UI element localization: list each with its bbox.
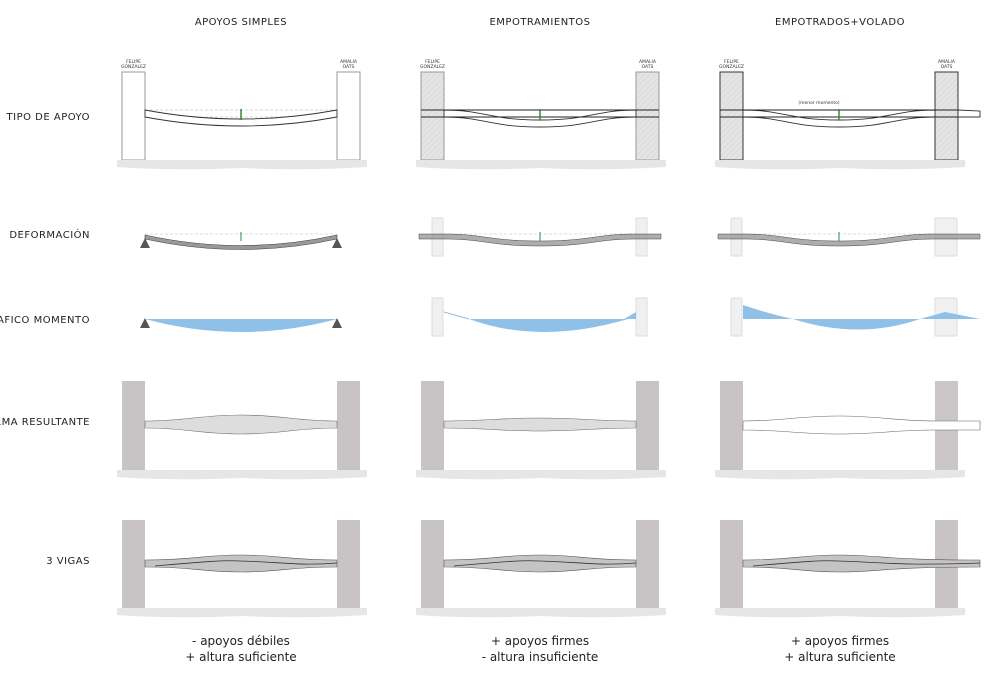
deformed-beam (717, 233, 981, 247)
support-label: FELIPE (126, 59, 141, 65)
resulting-beam (443, 417, 637, 432)
fixed-support (635, 297, 648, 337)
conclusion-line: + altura suficiente (185, 650, 296, 664)
row-label: 3 VIGAS (46, 556, 90, 567)
moment-diagram (793, 319, 920, 330)
pin-support-icon (332, 318, 342, 328)
support-label: OATS (343, 64, 355, 70)
row-label: FORMA RESULTANTE (0, 417, 90, 428)
pillar-right (337, 381, 360, 470)
support-label: OATS (941, 64, 953, 70)
pillar-right (336, 71, 361, 161)
resulting-beam (742, 415, 981, 435)
pillar-right (337, 520, 360, 608)
moment-negative (743, 305, 793, 319)
support-label: GONZALEZ (420, 64, 445, 70)
ground (715, 160, 965, 170)
beam-layer-line (752, 560, 981, 567)
ground (416, 608, 666, 618)
row-label: GRAFICO MOMENTO (0, 315, 90, 326)
pillar-right (636, 381, 659, 470)
pillar-left (122, 520, 145, 608)
support-label: GONZALEZ (121, 64, 146, 70)
pin-support-icon (140, 318, 150, 328)
pillar-left (420, 71, 445, 161)
moment-negative (624, 312, 636, 319)
moment-negative (443, 311, 470, 320)
pillar-right (636, 520, 659, 608)
conclusion-line: + apoyos firmes (491, 634, 589, 648)
pin-support-icon (140, 238, 150, 248)
fixed-support (730, 297, 743, 337)
pillar-left (421, 520, 444, 608)
three-beams (144, 554, 338, 573)
ground (416, 470, 666, 480)
ground (117, 470, 367, 480)
ground (715, 470, 965, 480)
pillar-left (720, 381, 743, 470)
conclusion-line: + apoyos firmes (791, 634, 889, 648)
pillar-left (421, 381, 444, 470)
beam-layer-line (453, 560, 637, 567)
pillar-right (934, 71, 959, 161)
beam-layer-line (154, 560, 338, 567)
three-beams (443, 554, 637, 573)
three-beams (742, 554, 981, 573)
pillar-left (719, 71, 744, 161)
row-label: DEFORMACIÓN (9, 228, 90, 241)
moment-diagram (145, 319, 337, 332)
support-label: GONZALEZ (719, 64, 744, 70)
support-label: FELIPE (425, 59, 440, 65)
beam (144, 109, 338, 127)
resulting-beam (144, 414, 338, 435)
column-title: APOYOS SIMPLES (195, 17, 287, 28)
support-label: OATS (642, 64, 654, 70)
column-title: EMPOTRAMIENTOS (489, 17, 590, 28)
support-label: AMALIA (340, 59, 358, 65)
pin-support-icon (332, 238, 342, 248)
pillar-left (121, 71, 146, 161)
ground (117, 160, 367, 170)
ground (416, 160, 666, 170)
conclusion-line: - altura insuficiente (482, 650, 599, 664)
pillar-right (635, 71, 660, 161)
column-title: EMPOTRADOS+VOLADO (775, 17, 905, 28)
menor-momento-annotation: (menor momento) (798, 100, 839, 106)
conclusion-line: + altura suficiente (784, 650, 895, 664)
deformed-beam (418, 233, 662, 247)
conclusion-line: - apoyos débiles (192, 634, 290, 648)
ground (117, 608, 367, 618)
fixed-support (431, 297, 444, 337)
moment-negative (920, 312, 980, 319)
support-label: AMALIA (639, 59, 657, 65)
moment-diagram (469, 319, 628, 332)
pillar-left (720, 520, 743, 608)
pillar-left (122, 381, 145, 470)
support-label: FELIPE (724, 59, 739, 65)
row-label: TIPO DE APOYO (6, 112, 90, 123)
support-label: AMALIA (938, 59, 956, 65)
cantilever (957, 109, 981, 118)
ground (715, 608, 965, 618)
